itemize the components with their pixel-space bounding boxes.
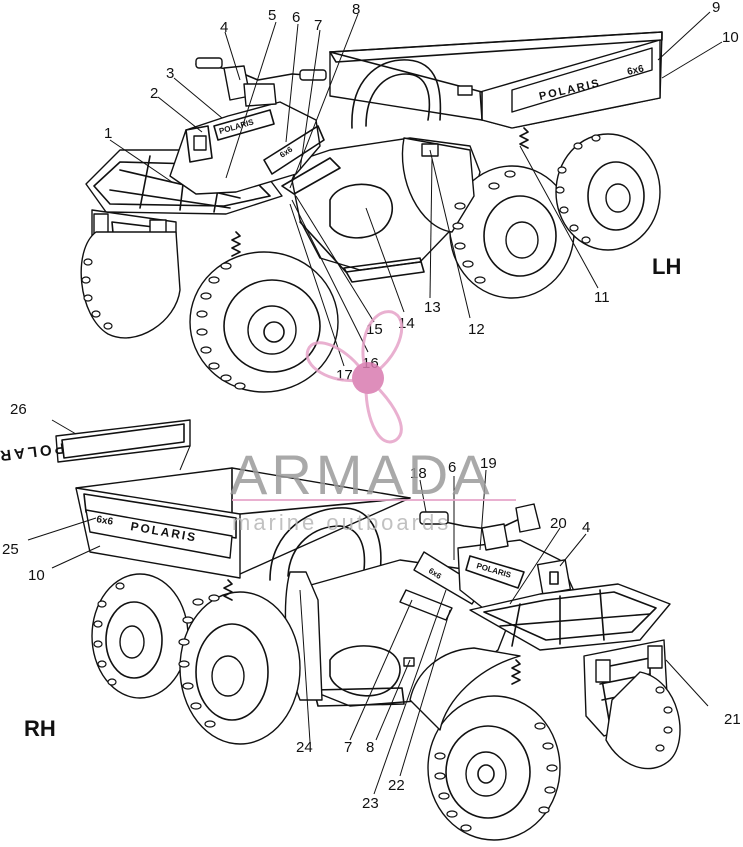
lh-view-label: LH [652, 254, 681, 279]
lh-tire-treads [81, 134, 601, 390]
callout-1: 1 [104, 125, 112, 142]
callout-6-rh: 6 [448, 459, 456, 476]
rh-leader-lines [27, 419, 709, 795]
rh-wheels [91, 573, 681, 841]
lh-cargo-bed: POLARIS 6x6 [329, 31, 663, 129]
callout-4-rh: 4 [582, 519, 590, 536]
rh-callouts: 26 18 6 19 20 4 25 10 21 24 7 8 22 23 RH [2, 401, 741, 812]
callout-18: 18 [410, 465, 427, 482]
rh-front-rack [469, 583, 671, 651]
rh-loose-decal-text: POLARIS [0, 439, 65, 467]
callout-8-rh: 8 [366, 739, 374, 756]
lh-callouts: 1 2 3 4 5 6 7 8 9 10 11 12 13 14 15 16 1… [104, 0, 739, 384]
rh-cargo-bed: POLARIS 6x6 [75, 467, 411, 579]
callout-22: 22 [388, 777, 405, 794]
callout-7-rh: 7 [344, 739, 352, 756]
lh-seat-back [351, 59, 442, 129]
lh-front-shock [231, 231, 241, 257]
callout-23: 23 [362, 795, 379, 812]
callout-7: 7 [314, 17, 322, 34]
callout-10: 10 [722, 29, 739, 46]
rh-tire-treads [93, 582, 673, 832]
callout-11: 11 [594, 289, 610, 306]
propeller-logo [305, 310, 404, 444]
callout-13: 13 [424, 299, 441, 316]
rh-loose-bed-decal: POLARIS [0, 419, 191, 467]
lh-vehicle: POLARIS 6x6 [80, 31, 663, 393]
callout-21: 21 [724, 711, 741, 728]
callout-19: 19 [480, 455, 497, 472]
rh-bed-model: 6x6 [95, 514, 114, 528]
lh-leader-lines [109, 11, 723, 367]
callout-5: 5 [268, 7, 276, 24]
watermark-name: ARMADA [230, 443, 494, 506]
rh-vehicle: POLARIS POLARIS 6x6 6x6 [0, 419, 681, 841]
lh-handlebars [195, 57, 327, 107]
callout-20: 20 [550, 515, 567, 532]
armada-watermark: ARMADA marine outboards [230, 310, 516, 535]
callout-10-rh: 10 [28, 567, 45, 584]
rh-view-label: RH [24, 716, 56, 741]
callout-3: 3 [166, 65, 174, 82]
callout-12: 12 [468, 321, 485, 338]
watermark-tagline: marine outboards [232, 510, 451, 535]
callout-8: 8 [352, 1, 360, 18]
rh-handlebars [419, 503, 541, 551]
callout-2: 2 [150, 85, 158, 102]
rh-front-shock [511, 659, 521, 685]
callout-4: 4 [220, 19, 228, 36]
callout-24: 24 [296, 739, 313, 756]
callout-25: 25 [2, 541, 19, 558]
callout-9: 9 [712, 0, 720, 16]
lh-bed-model: 6x6 [626, 63, 645, 78]
callout-26: 26 [10, 401, 27, 418]
rh-seat-back [269, 507, 382, 581]
lh-hood: POLARIS 6x6 [169, 101, 341, 195]
callout-6: 6 [292, 9, 300, 26]
